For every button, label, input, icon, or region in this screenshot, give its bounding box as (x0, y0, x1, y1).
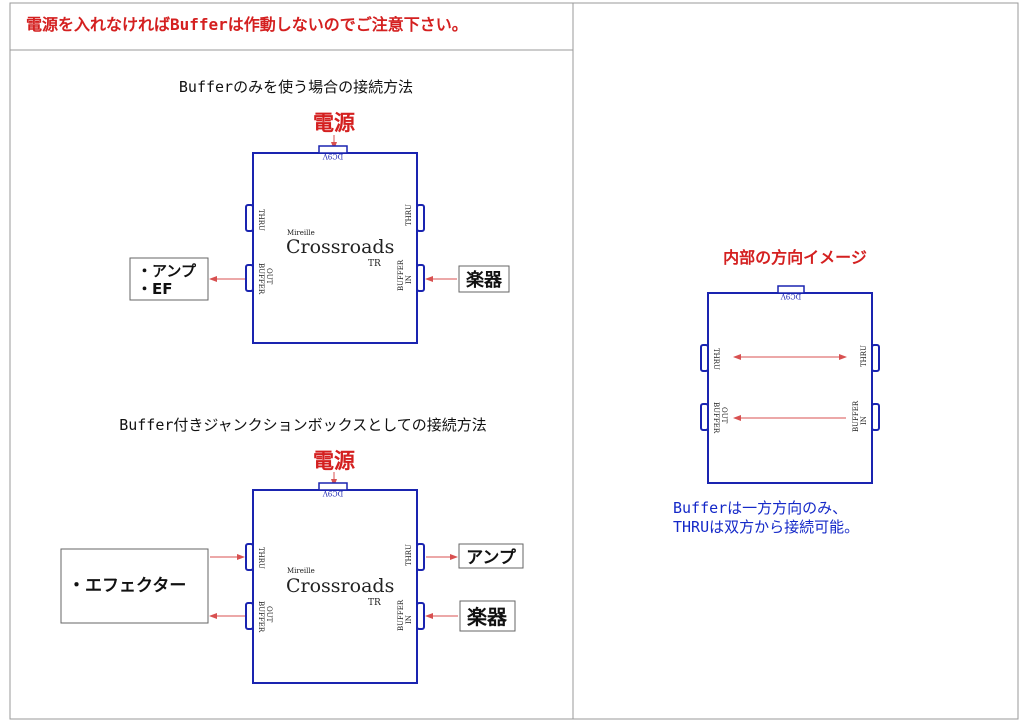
out-label-left-1b: OUT (265, 268, 273, 285)
out-label-left-2b: OUT (265, 606, 273, 623)
section2-title: Buffer付きジャンクションボックスとしての接続方法 (119, 416, 487, 434)
out-label-left-1a: BUFFER (257, 263, 265, 295)
in-label-right-internal-a: BUFFER (852, 400, 860, 432)
section1-power-label: 電源 (313, 111, 355, 135)
jack-right-in-2 (416, 602, 425, 630)
brand-small-1: Mireille (287, 229, 315, 237)
in-label-right-2b: IN (405, 615, 413, 624)
instrument-label-2: 楽器 (467, 605, 508, 629)
device-box-1: DC9V THRU BUFFER OUT THRU BUFFER IN Mire… (245, 145, 425, 344)
dc-jack-internal (777, 285, 805, 294)
effector-box (60, 548, 209, 624)
dc-label-internal: DC9V (780, 292, 801, 300)
jack-right-thru-1 (416, 204, 425, 232)
internal-caption-line2: THRUは双方から接続可能。 (673, 518, 859, 536)
out-label-left-internal-b: OUT (720, 407, 728, 424)
out-label-left-internal-a: BUFFER (712, 402, 720, 434)
thru-label-right-1: THRU (405, 204, 413, 226)
internal-title: 内部の方向イメージ (723, 248, 867, 267)
jack-right-in-1 (416, 264, 425, 292)
thru-label-right-2: THRU (405, 544, 413, 566)
device-box-internal: DC9V THRU BUFFER OUT THRU BUFFER IN (700, 285, 880, 484)
thru-label-left-internal: THRU (712, 348, 720, 370)
thru-label-left-2: THRU (257, 547, 265, 569)
jack-right-thru-2 (416, 543, 425, 571)
brand-name-2: Crossroads (286, 575, 394, 597)
amp-ef-line1: ・アンプ (137, 262, 197, 280)
in-label-right-1a: BUFFER (397, 259, 405, 291)
instrument-box-2 (459, 600, 516, 632)
dc-label-1: DC9V (322, 152, 343, 160)
jack-right-thru-internal (871, 344, 880, 372)
internal-caption-line1: Bufferは一方方向のみ、 (673, 499, 847, 517)
jack-left-out-1 (245, 264, 254, 292)
amp-ef-box (129, 257, 209, 301)
jack-left-thru-1 (245, 204, 254, 232)
brand-small-2: Mireille (287, 567, 315, 575)
in-label-right-2a: BUFFER (397, 599, 405, 631)
brand-suffix-1: TR (368, 259, 381, 269)
dc-label-2: DC9V (322, 489, 343, 497)
device-box-2: DC9V THRU BUFFER OUT THRU BUFFER IN Mire… (245, 482, 425, 684)
amp-box-2 (458, 543, 524, 569)
brand-name-1: Crossroads (286, 236, 394, 258)
jack-left-out-internal (700, 403, 709, 431)
thru-label-left-1: THRU (257, 209, 265, 231)
section2-power-label: 電源 (313, 449, 355, 473)
effector-label: ・エフェクター (68, 576, 186, 596)
amp-ef-line2: ・EF (137, 280, 173, 298)
dc-jack-2 (318, 482, 348, 491)
instrument-label-1: 楽器 (466, 269, 503, 291)
in-label-right-1b: IN (405, 275, 413, 284)
warning-text: 電源を入れなければBufferは作動しないのでご注意下さい。 (26, 15, 468, 34)
instrument-box-1 (458, 265, 510, 293)
brand-suffix-2: TR (368, 598, 381, 608)
jack-left-out-2 (245, 602, 254, 630)
section1-title: Bufferのみを使う場合の接続方法 (179, 78, 413, 96)
jack-left-thru-2 (245, 543, 254, 571)
jack-left-thru-internal (700, 344, 709, 372)
jack-right-in-internal (871, 403, 880, 431)
out-label-left-2a: BUFFER (257, 601, 265, 633)
dc-jack-1 (318, 145, 348, 154)
in-label-right-internal-b: IN (860, 416, 868, 425)
thru-label-right-internal: THRU (860, 345, 868, 367)
outer-frame (9, 2, 1019, 720)
amp-label-2: アンプ (466, 547, 517, 568)
